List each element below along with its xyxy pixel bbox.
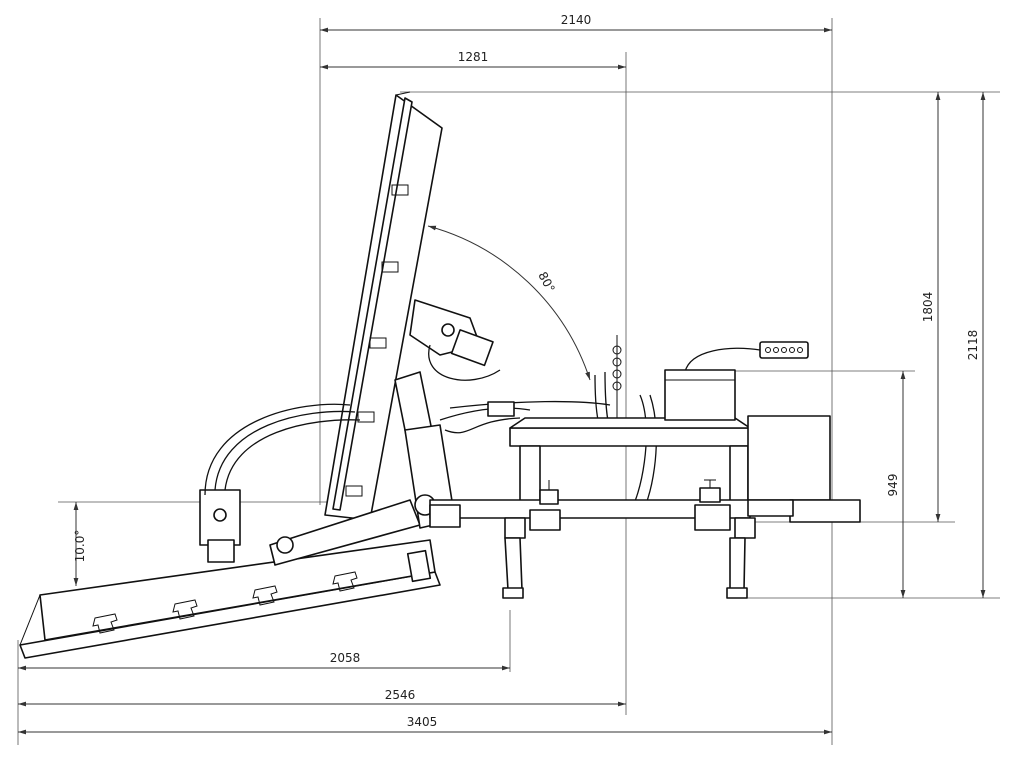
valves [487, 401, 721, 505]
mast-support [269, 371, 456, 566]
dim-2058: 2058 [330, 651, 361, 665]
control-box [664, 369, 736, 421]
dim-1804: 1804 [921, 292, 935, 323]
main-frame [429, 417, 756, 539]
extension-lines [17, 18, 1000, 745]
legs [502, 537, 748, 599]
dimension-labels: 2140 1281 2118 1804 949 2058 2546 3405 8… [73, 13, 980, 729]
dim-2140: 2140 [561, 13, 592, 27]
base-plate [19, 539, 441, 659]
dimension-lines [18, 27, 986, 735]
dim-2118: 2118 [966, 330, 980, 361]
angle-10: 10.0° [73, 530, 87, 563]
hydraulic-motor [409, 299, 494, 367]
dim-3405: 3405 [407, 715, 438, 729]
mast [324, 91, 443, 521]
dim-1281: 1281 [458, 50, 489, 64]
dim-2546: 2546 [385, 688, 416, 702]
chain [612, 335, 622, 440]
angle-80: 80° [535, 269, 557, 294]
pendant-remote [759, 341, 809, 359]
clamp-assembly [199, 489, 241, 563]
motor-block [747, 415, 861, 523]
dim-949: 949 [886, 474, 900, 497]
